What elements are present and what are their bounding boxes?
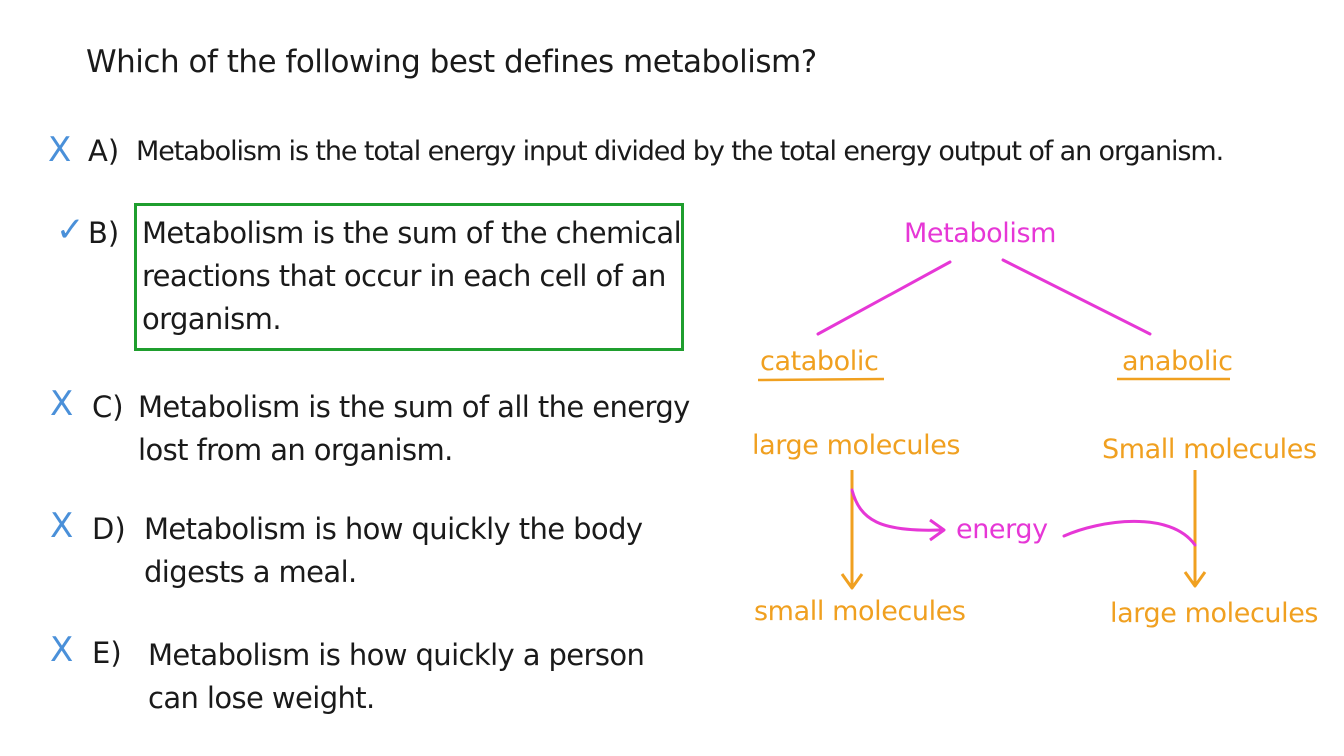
catabolic-product-label: small molecules: [754, 596, 966, 627]
anabolic-product-label: large molecules: [1110, 598, 1319, 629]
catabolic-label: catabolic: [760, 346, 879, 377]
option-c-line-1: Metabolism is the sum of all the energy: [138, 390, 690, 424]
option-b-line-2: reactions that occur in each cell of an: [142, 259, 666, 293]
option-e-line-1: Metabolism is how quickly a person: [148, 638, 645, 672]
option-c-letter: C): [92, 390, 124, 424]
option-a-letter: A): [88, 134, 120, 168]
option-c-line-2: lost from an organism.: [138, 433, 453, 467]
option-e-text: Metabolism is how quickly a person can l…: [148, 634, 708, 720]
option-e-letter: E): [92, 636, 122, 670]
left-down-arrow: [840, 470, 864, 590]
option-b-letter: B): [88, 216, 120, 250]
wrong-mark-a: X: [48, 130, 72, 170]
right-down-arrow: [1183, 470, 1207, 588]
option-d-line-1: Metabolism is how quickly the body: [144, 512, 643, 546]
diagram-root-label: Metabolism: [904, 218, 1057, 249]
wrong-mark-e: X: [50, 630, 74, 670]
option-e-line-2: can lose weight.: [148, 681, 375, 715]
root-to-catabolic-line: [816, 260, 952, 336]
catabolic-underline: [757, 377, 885, 382]
option-c-text: Metabolism is the sum of all the energy …: [138, 386, 698, 472]
energy-release-arrow: [850, 488, 946, 542]
option-b-text: Metabolism is the sum of the chemical re…: [142, 212, 682, 341]
question-text: Which of the following best defines meta…: [86, 44, 817, 80]
wrong-mark-d: X: [50, 506, 74, 546]
option-d-line-2: digests a meal.: [144, 555, 357, 589]
option-a-text: Metabolism is the total energy input div…: [136, 136, 1224, 167]
root-to-anabolic-line: [1001, 258, 1152, 336]
anabolic-label: anabolic: [1122, 346, 1233, 377]
catabolic-reactant-label: large molecules: [752, 430, 961, 461]
energy-input-curve: [1062, 519, 1197, 547]
anabolic-reactant-label: Small molecules: [1102, 434, 1317, 465]
wrong-mark-c: X: [50, 384, 74, 424]
option-b-line-3: organism.: [142, 302, 282, 336]
option-d-letter: D): [92, 512, 126, 546]
option-b-line-1: Metabolism is the sum of the chemical: [142, 216, 682, 250]
energy-label: energy: [956, 514, 1048, 545]
correct-mark-b: ✓: [56, 210, 85, 250]
correct-answer-box: [134, 203, 684, 351]
option-d-text: Metabolism is how quickly the body diges…: [144, 508, 704, 594]
